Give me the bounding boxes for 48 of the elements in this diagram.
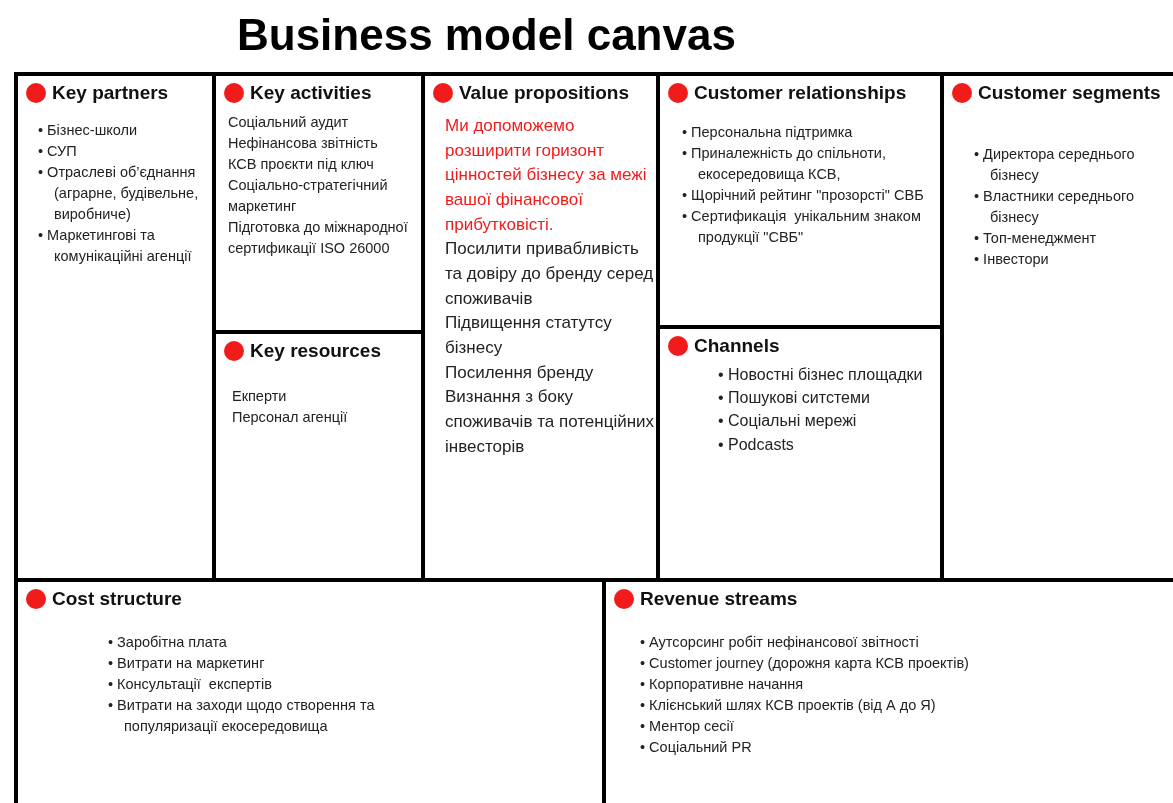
bullet-item: • Сертификація унікальним знаком продукції "СВБ" bbox=[682, 207, 922, 248]
bullet-item: • Заробітна плата bbox=[108, 633, 228, 652]
text-line: Нефінансова звітність bbox=[228, 134, 379, 154]
section-heading: Channels bbox=[694, 335, 780, 357]
bullet-item: • Аутсорсинг робіт нефінансової звітності bbox=[640, 633, 920, 652]
bullet-item: • Пошукові ситстеми bbox=[718, 388, 871, 409]
bullet-item: • Корпоративне начання bbox=[640, 675, 805, 695]
bullet-item: • Консультації експертів bbox=[108, 675, 273, 695]
bullet-item: • Інвестори bbox=[974, 250, 1050, 270]
bullet-item: • Клієнський шлях КСВ проектів (від А до Я) bbox=[640, 696, 937, 716]
text-line: Визнання з боку споживачів та потенційних інвесторів bbox=[445, 386, 656, 458]
text-line: Персонал агенції bbox=[232, 408, 349, 428]
section-heading: Customer segments bbox=[978, 82, 1161, 104]
section-heading: Key partners bbox=[52, 82, 169, 104]
bullet-item: • Новостні бізнес площадки bbox=[718, 365, 924, 385]
text-line: Соціально-стратегічний маркетинг bbox=[228, 176, 389, 217]
bullet-item: • Ментор сесії bbox=[640, 717, 735, 737]
bullet-item: • Отраслеві об’єднання (аграрне, будівельне, виробниче) bbox=[38, 163, 200, 225]
section-heading: Key activities bbox=[250, 82, 372, 104]
bullet-item: • Топ-менеджмент bbox=[974, 229, 1098, 249]
page-title: Business model canvas bbox=[237, 10, 736, 60]
text-line: Посилення бренду bbox=[445, 361, 595, 384]
text-line: КСВ проєкти під ключ bbox=[228, 155, 375, 175]
bullet-item: • Бізнес-школи bbox=[38, 121, 139, 140]
bullet-item: • Соціальний PR bbox=[640, 738, 753, 758]
section-heading: Key resources bbox=[250, 340, 381, 362]
bullet-item: • Customer journey (дорожня карта КСВ проектів) bbox=[640, 654, 970, 674]
bullet-item: • Приналежність до спільноти, екосередовища КСВ, bbox=[682, 144, 887, 185]
text-line: Соціальний аудит bbox=[228, 113, 350, 132]
value-statement: Ми допоможемо розширити горизонт цінностей бізнесу за межі вашої фінансової прибутковісті. bbox=[445, 115, 648, 236]
section-heading: Revenue streams bbox=[640, 588, 798, 610]
text-line: Підготовка до міжнародної сертификації ISO 26000 bbox=[228, 218, 409, 259]
text-line: Екперти bbox=[232, 387, 288, 406]
bullet-item: • Витрати на маркетинг bbox=[108, 654, 266, 674]
bullet-item: • Podcasts bbox=[718, 434, 795, 455]
bullet-item: • СУП bbox=[38, 142, 78, 162]
bullet-item: • Щорічний рейтинг "прозорсті" СВБ bbox=[682, 186, 925, 206]
text-line: Посилити привабливість та довіру до бренду серед споживачів bbox=[445, 238, 655, 310]
section-heading: Value propositions bbox=[459, 82, 629, 104]
bullet-item: • Персональна підтримка bbox=[682, 123, 854, 142]
bullet-item: • Директора середнього бізнесу bbox=[974, 145, 1136, 186]
text-line: Підвищення статутсу бізнесу bbox=[445, 312, 613, 359]
section-heading: Customer relationships bbox=[694, 82, 907, 104]
bullet-item: • Соціальні мережі bbox=[718, 411, 858, 432]
bullet-item: • Витрати на заходи щодо створення та популяризації екосередовища bbox=[108, 696, 376, 737]
bullet-item: • Маркетингові та комунікаційні агенції bbox=[38, 226, 193, 267]
bullet-item: • Властники середнього бізнесу bbox=[974, 187, 1136, 228]
section-heading: Cost structure bbox=[52, 588, 182, 610]
